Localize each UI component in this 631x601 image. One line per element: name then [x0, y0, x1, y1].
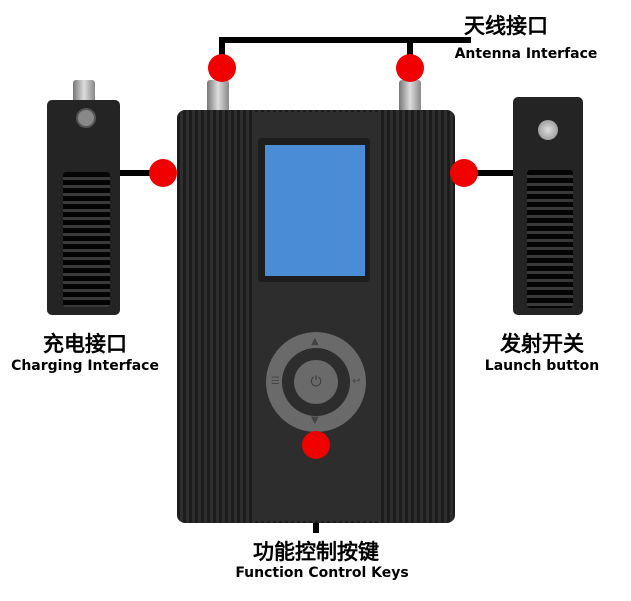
- keys-label-zh: 功能控制按键: [253, 540, 379, 564]
- vent-right: [527, 170, 573, 308]
- launch-button[interactable]: [538, 120, 558, 140]
- launch-leader: [464, 170, 514, 176]
- charging-port-icon: [76, 108, 96, 128]
- marker-charging: [149, 159, 177, 187]
- keys-label-en: Function Control Keys: [235, 565, 409, 581]
- marker-launch: [450, 159, 478, 187]
- antenna-connector-right: [399, 80, 421, 112]
- charging-label-en: Charging Interface: [11, 358, 159, 374]
- antenna-leader-right: [407, 37, 413, 69]
- launch-label-zh: 发射开关: [500, 332, 584, 356]
- charging-leader: [120, 170, 164, 176]
- antenna-connector-left: [207, 80, 229, 112]
- antenna-leader-left: [219, 37, 225, 69]
- charging-top-connector: [73, 80, 95, 104]
- lcd-screen: [265, 145, 365, 276]
- back-key[interactable]: ↩: [352, 376, 361, 387]
- power-key[interactable]: ⏻: [294, 360, 338, 404]
- launch-label-en: Launch button: [484, 358, 600, 374]
- vent-left: [63, 172, 110, 307]
- menu-key[interactable]: ☰: [271, 376, 280, 387]
- up-key[interactable]: ▲: [311, 336, 319, 347]
- antenna-label-en: Antenna Interface: [454, 46, 598, 62]
- marker-keys: [302, 431, 330, 459]
- antenna-label-zh: 天线接口: [464, 14, 548, 38]
- marker-antenna-left: [208, 54, 236, 82]
- antenna-leader-top: [219, 37, 471, 43]
- down-key[interactable]: ▼: [311, 415, 319, 426]
- marker-antenna-right: [396, 54, 424, 82]
- charging-label-zh: 充电接口: [43, 332, 127, 356]
